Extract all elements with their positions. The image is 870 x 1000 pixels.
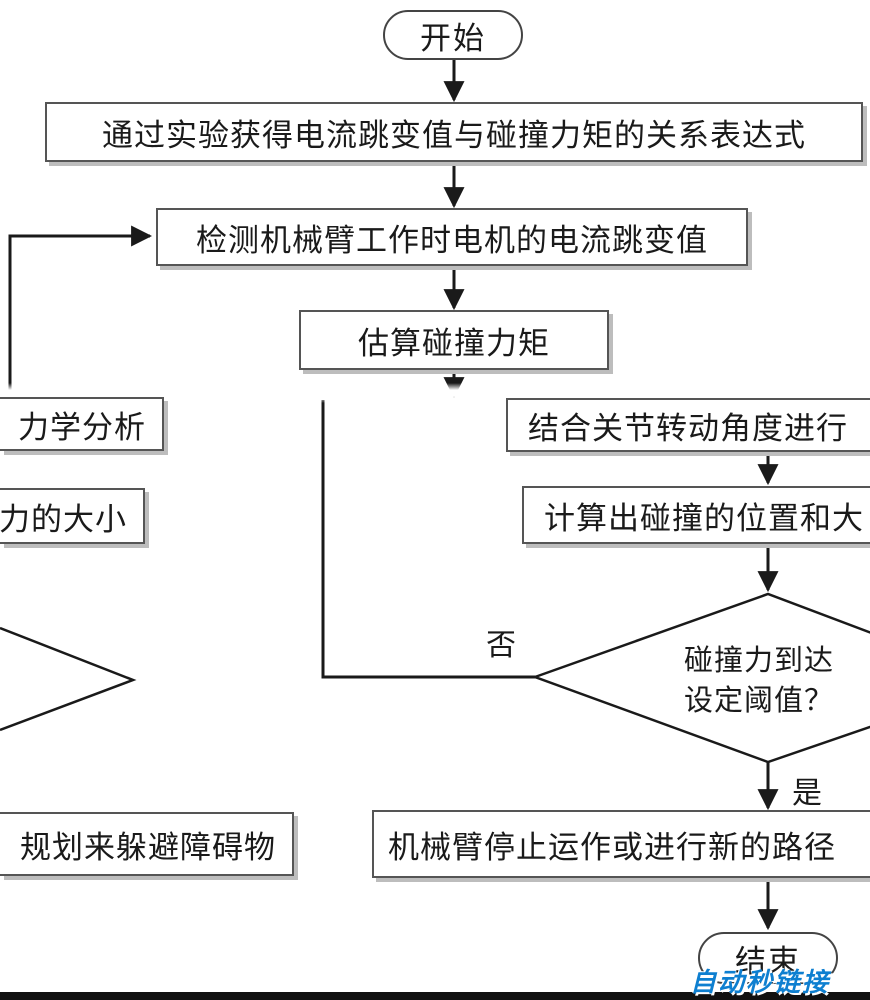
left-diamond-edge: [0, 626, 137, 732]
right-joint-label: 结合关节转动角度进行: [528, 410, 848, 447]
right-position-label: 计算出碰撞的位置和大: [544, 500, 864, 537]
right-box-joint-angle: 结合关节转动角度进行: [506, 398, 870, 452]
step-experiment-label: 通过实验获得电流跳变值与碰撞力矩的关系表达式: [102, 117, 806, 154]
step-box-stop-robot: 机械臂停止运作或进行新的路径: [372, 810, 870, 878]
step-box-estimate-torque: 估算碰撞力矩: [299, 310, 609, 370]
decision-diamond: [531, 592, 870, 764]
end-terminal: 结束: [698, 932, 838, 984]
left-force-label: 力的大小: [0, 501, 127, 538]
left-mechanics-label: 力学分析: [18, 409, 146, 446]
step-box-experiment: 通过实验获得电流跳变值与碰撞力矩的关系表达式: [45, 102, 863, 162]
yes-branch-label: 是: [792, 776, 822, 811]
left-box-path-plan: 规划来躲避障碍物: [0, 812, 294, 876]
no-branch-label: 否: [486, 628, 516, 663]
step-detect-label: 检测机械臂工作时电机的电流跳变值: [196, 222, 708, 259]
decision-text: 碰撞力到达 设定阈值？: [684, 640, 834, 720]
decision-line-1: 碰撞力到达: [684, 643, 835, 677]
watermark-logo: 自动秒链接: [690, 968, 831, 998]
decision-line-2: 设定阈值？: [684, 683, 835, 717]
left-plan-label: 规划来躲避障碍物: [20, 829, 276, 866]
step-box-detect-current: 检测机械臂工作时电机的电流跳变值: [156, 208, 748, 266]
left-box-force-size: 力的大小: [0, 488, 145, 544]
step-estimate-label: 估算碰撞力矩: [358, 325, 550, 362]
left-box-mechanics: 力学分析: [0, 397, 164, 451]
end-label: 结束: [735, 943, 801, 980]
stop-robot-label: 机械臂停止运作或进行新的路径: [388, 829, 836, 866]
start-terminal: 开始: [383, 10, 523, 60]
bottom-bar: [0, 992, 870, 1000]
start-label: 开始: [420, 20, 486, 57]
right-box-collision-position: 计算出碰撞的位置和大: [522, 486, 870, 544]
feedback-loop-line: [8, 225, 153, 392]
no-branch-line: [321, 400, 538, 679]
